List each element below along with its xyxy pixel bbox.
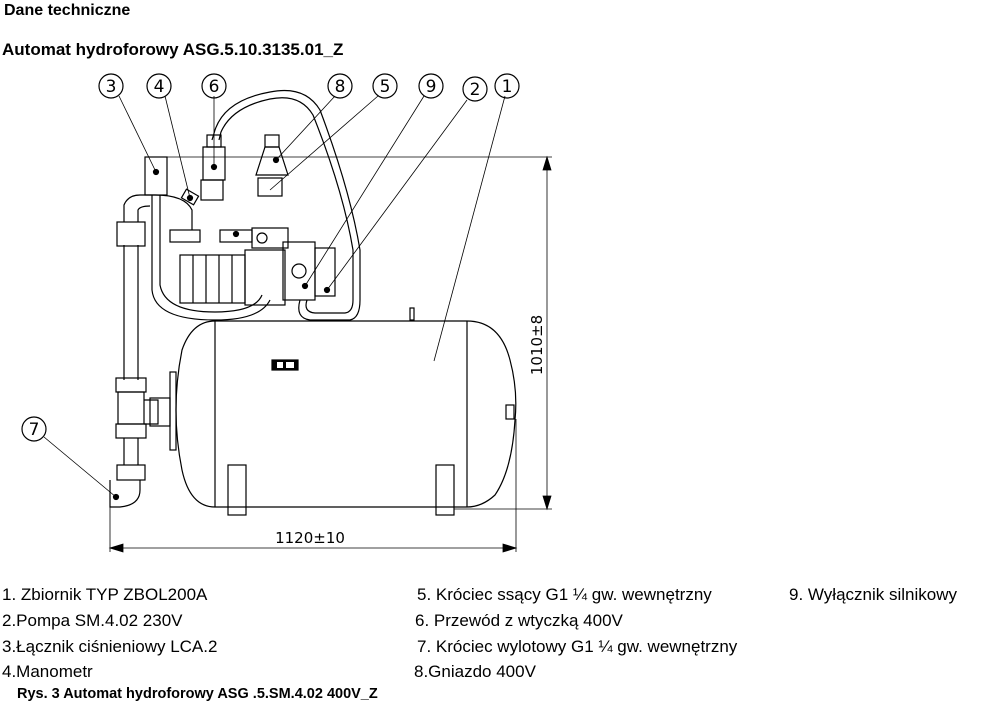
legend-item-1: 1. Zbiornik TYP ZBOL200A (2, 585, 208, 604)
dimension-width: 1120±10 (108, 419, 518, 553)
svg-text:1: 1 (502, 77, 513, 97)
callout-8: 8 (327, 73, 353, 99)
leader-lines (43, 95, 506, 498)
callout-2: 2 (462, 76, 488, 102)
svg-text:9: 9 (426, 77, 437, 97)
legend-item-3: 3.Łącznik ciśnieniowy LCA.2 (2, 637, 218, 656)
callout-6: 6 (201, 73, 227, 99)
svg-text:4: 4 (154, 77, 165, 97)
legend-item-6: 6. Przewód z wtyczką 400V (415, 611, 623, 630)
product-title: Automat hydroforowy ASG.5.10.3135.01_Z (2, 40, 344, 59)
figure-caption: Rys. 3 Automat hydroforowy ASG .5.SM.4.0… (17, 686, 378, 702)
callout-3: 3 (98, 73, 124, 99)
technical-drawing: 3 4 6 8 5 9 2 1 7 1010±8 1120±10 (21, 73, 552, 553)
section-title: Dane techniczne (4, 2, 131, 19)
svg-text:2: 2 (470, 80, 481, 100)
dimension-height: 1010±8 (167, 155, 552, 511)
callout-4: 4 (146, 73, 172, 99)
pump (154, 194, 336, 306)
legend-item-9: 9. Wyłącznik silnikowy (789, 585, 957, 604)
pressure-switch (144, 156, 200, 206)
legend-item-2: 2.Pompa SM.4.02 230V (2, 611, 183, 630)
tank (169, 307, 517, 516)
legend-item-5: 5. Króciec ssący G1 ¼ gw. wewnętrzny (417, 585, 712, 604)
svg-text:3: 3 (106, 77, 117, 97)
svg-text:1120±10: 1120±10 (275, 529, 345, 547)
hoses (151, 89, 361, 321)
legend-item-7: 7. Króciec wylotowy G1 ¼ gw. wewnętrzny (417, 637, 738, 656)
svg-text:1010±8: 1010±8 (528, 315, 546, 375)
callout-7: 7 (21, 416, 47, 442)
pipe-assembly (109, 194, 171, 508)
callout-1: 1 (494, 73, 520, 99)
svg-text:6: 6 (209, 77, 220, 97)
callout-9: 9 (418, 73, 444, 99)
svg-text:7: 7 (29, 420, 40, 440)
legend-item-8: 8.Gniazdo 400V (414, 662, 536, 681)
svg-text:8: 8 (335, 77, 346, 97)
legend-item-4: 4.Manometr (2, 662, 93, 681)
svg-text:5: 5 (380, 77, 391, 97)
callout-5: 5 (372, 73, 398, 99)
